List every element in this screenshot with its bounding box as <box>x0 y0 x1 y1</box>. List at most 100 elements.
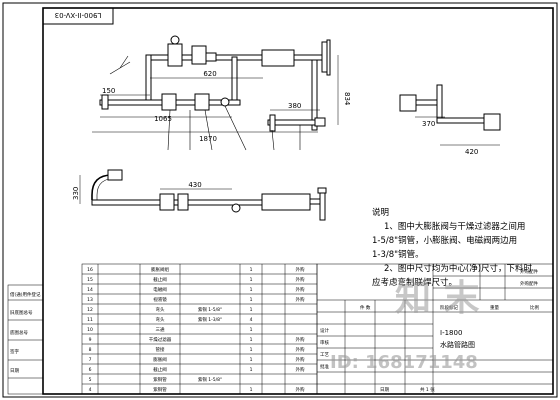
approve-label: 批准 <box>320 363 329 370</box>
watermark-logo: 知 末 <box>395 278 480 319</box>
table-cell-name: 视液镜 <box>153 296 167 303</box>
watermark-id: ID: 168171148 <box>330 352 478 373</box>
top-valve <box>167 43 183 67</box>
count-label: 件 数 <box>360 304 371 311</box>
table-cell-no: 10 <box>87 327 93 333</box>
table-cell-name: 三通 <box>156 326 165 333</box>
notes-heading: 说明 <box>372 207 389 218</box>
dim-620: 620 <box>203 70 216 78</box>
drawing-number: L900-II-XV-03 <box>55 11 102 19</box>
notes-line-5: 应考虑弯制联焊尺寸。 <box>372 277 457 288</box>
table-cell-no: 8 <box>89 347 92 353</box>
table-cell-note: 外购 <box>296 386 305 393</box>
notes-line-4: 2、图中尺寸均为中心(净)尺寸，下料时 <box>384 263 533 274</box>
table-cell-qty: 1 <box>250 357 253 363</box>
table-cell-name: 紫铜管 <box>153 376 167 383</box>
table-cell-no: 5 <box>89 377 92 383</box>
table-cell-no: 9 <box>89 337 92 343</box>
dryer-filter <box>261 49 295 67</box>
table-cell-name: 截止阀 <box>153 366 167 373</box>
dim-330: 330 <box>72 187 80 200</box>
notes-block: 说明 1、图中大膨胀阀与干燥过滤器之间用 1-5/8"铜管，小膨胀阀、电磁阀两边… <box>372 207 533 288</box>
left-side-panel: 借(通)用件登记 旧底图总号 底图总号 签字 日期 <box>7 284 44 395</box>
table-cell-no: 12 <box>87 307 93 313</box>
dim-1065: 1065 <box>154 115 172 123</box>
table-cell-no: 14 <box>87 287 93 293</box>
lower-valve-2 <box>194 93 210 111</box>
table-cell-spec: 紫铜 1-5/8" <box>198 376 222 383</box>
table-cell-qty: 1 <box>250 347 253 353</box>
designer-label: 设计 <box>320 327 329 334</box>
left-panel-r4: 签字 <box>10 348 19 355</box>
notes-line-3: 1-3/8"铜管。 <box>372 249 424 260</box>
dim-834: 834 <box>343 92 351 106</box>
lower-valve <box>161 93 177 111</box>
table-cell-qty: 1 <box>250 367 253 373</box>
table-cell-qty: 1 <box>250 327 253 333</box>
dim-420: 420 <box>465 148 478 156</box>
table-cell-name: 弯头 <box>156 316 165 323</box>
table-cell-name: 管接 <box>156 346 165 353</box>
dim-380: 380 <box>288 102 301 110</box>
notes-line-1: 1、图中大膨胀阀与干燥过滤器之间用 <box>384 221 525 232</box>
table-cell-no: 7 <box>89 357 92 363</box>
top-valve-2 <box>191 45 207 65</box>
notes-line-2: 1-5/8"铜管，小膨胀阀、电磁阀两边用 <box>372 235 517 246</box>
table-cell-no: 4 <box>89 387 92 393</box>
table-cell-name: 弯头 <box>156 306 165 313</box>
table-cell-spec: 紫铜 1-5/8" <box>198 306 222 313</box>
table-cell-qty: 1 <box>250 277 253 283</box>
table-cell-note: 外购 <box>296 356 305 363</box>
drawing-title: 水路管路图 <box>440 340 475 349</box>
table-cell-no: 15 <box>87 277 93 283</box>
table-cell-note: 外购 <box>296 346 305 353</box>
table-cell-qty: 1 <box>250 287 253 293</box>
left-panel-r2: 旧底图总号 <box>10 309 33 316</box>
table-cell-name: 膨胀阀组 <box>151 266 169 273</box>
stage-label: 阶段标记 <box>440 304 458 311</box>
sheets-label: 共 1 张 <box>420 386 435 393</box>
table-cell-no: 16 <box>87 267 93 273</box>
table-cell-qty: 1 <box>250 297 253 303</box>
table-cell-name: 干燥过滤器 <box>149 336 172 343</box>
table-cell-qty: 1 <box>250 387 253 393</box>
table-cell-note: 外购 <box>296 266 305 273</box>
table-cell-no: 6 <box>89 367 92 373</box>
table-cell-name: 截止阀 <box>153 276 167 283</box>
table-cell-note: 外购 <box>296 286 305 293</box>
side-view: 370 420 <box>399 84 501 156</box>
scale-label: 比例 <box>530 304 539 311</box>
outsource-2: 外购配件 <box>520 280 538 287</box>
left-panel-r5: 日期 <box>10 368 19 374</box>
title-block: 外购配件 外购配件 件 数 阶段标记 重量 比例 I-1800 水路管路图 设计… <box>316 263 554 395</box>
table-cell-no: 13 <box>87 297 93 303</box>
table-cell-name: 电磁阀 <box>153 286 167 293</box>
main-assembly-view: 620 150 834 380 1065 1870 <box>92 35 351 151</box>
table-cell-no: 11 <box>87 317 93 323</box>
outsource-1: 外购配件 <box>520 268 538 275</box>
date-label: 日期 <box>380 387 389 393</box>
table-cell-note: 外购 <box>296 276 305 283</box>
table-cell-qty: 1 <box>250 307 253 313</box>
checker-label: 审核 <box>320 339 329 346</box>
table-cell-qty: 1 <box>250 267 253 273</box>
lower-assembly-view: 330 430 <box>72 169 327 221</box>
weight-label: 重量 <box>490 304 499 311</box>
table-cell-name: 膨胀阀 <box>153 356 167 363</box>
left-panel-r3: 底图总号 <box>10 329 28 336</box>
table-cell-note: 外购 <box>296 296 305 303</box>
dim-370: 370 <box>422 120 435 128</box>
drawing-number-box <box>42 7 114 25</box>
dim-430: 430 <box>188 181 201 189</box>
table-cell-note: 外购 <box>296 336 305 343</box>
process-label: 工艺 <box>320 352 329 358</box>
dim-150: 150 <box>102 87 115 95</box>
dim-1870: 1870 <box>199 135 217 143</box>
product-code: I-1800 <box>440 329 462 337</box>
table-cell-qty: 1 <box>250 337 253 343</box>
table-cell-qty: 4 <box>250 317 253 323</box>
